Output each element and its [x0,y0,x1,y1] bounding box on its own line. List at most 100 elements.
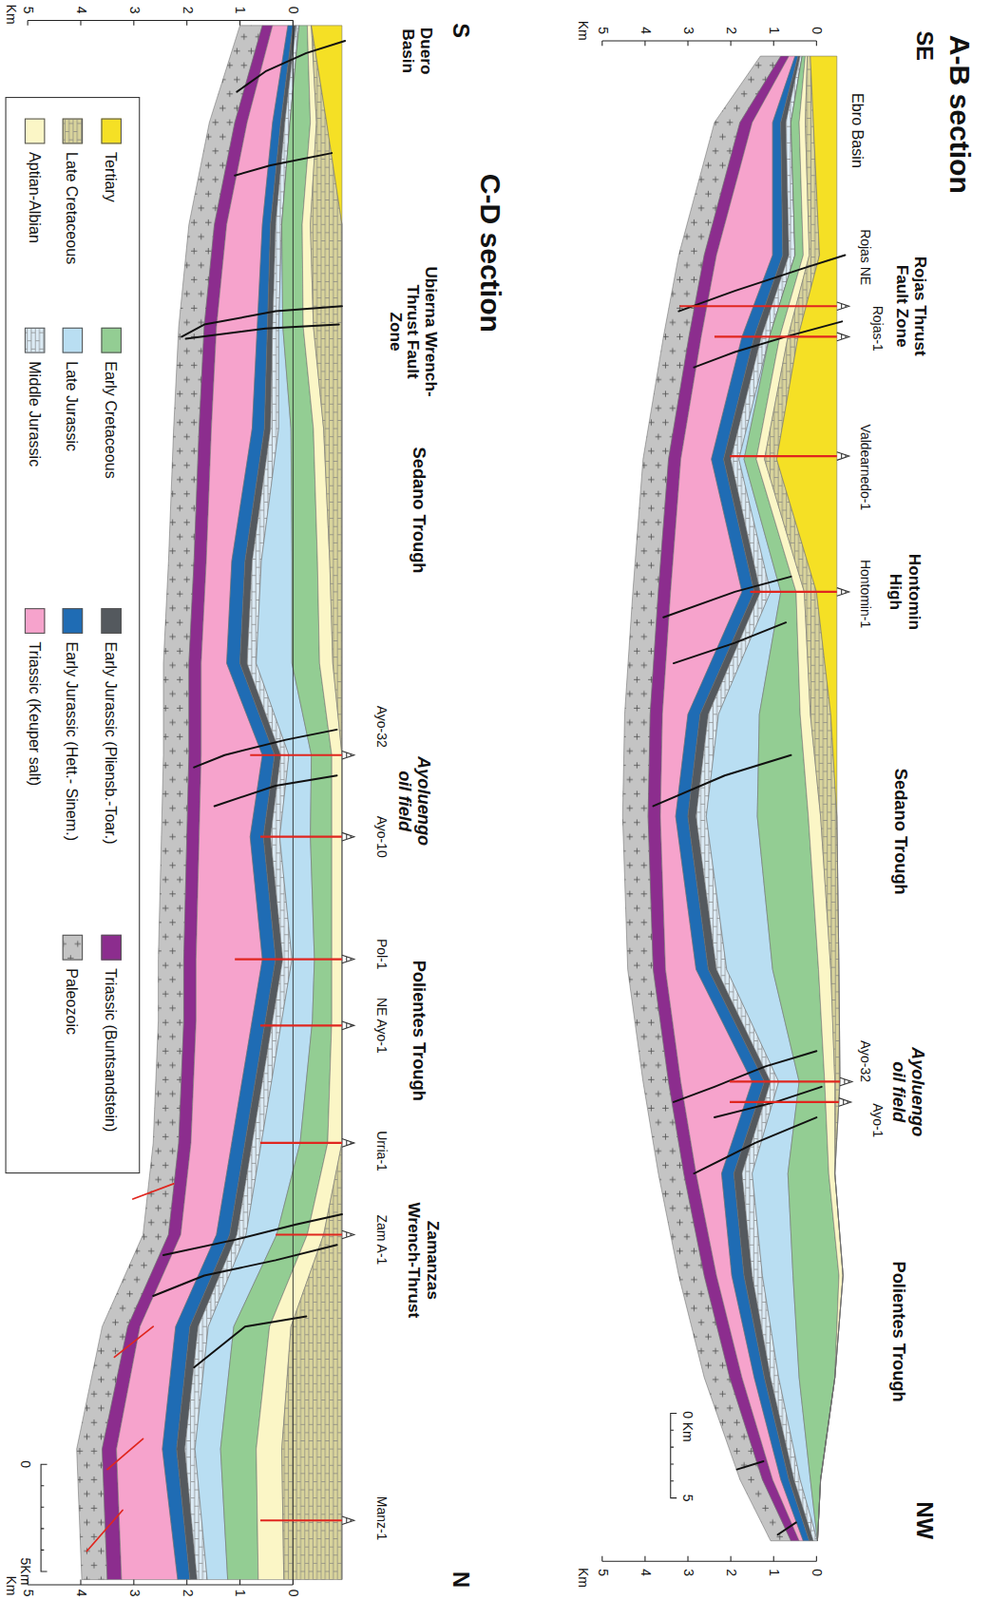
legend-text: Late Cretaceous [63,152,81,265]
legend-swatch [24,327,45,354]
axis-tick [816,40,818,46]
axis-label: 4 [637,1568,652,1577]
axis-tick [239,1580,241,1585]
scale-label: 5 [679,1494,694,1503]
well-derrick [342,1516,355,1525]
fault-line [214,775,338,806]
scale-label: 0 Km [679,1410,694,1443]
fault-line [193,1315,306,1368]
legend-text: Early Jurassic (Pliensb.-Toar.) [102,642,120,845]
fault-line [673,1050,817,1103]
scale-label: 0 [17,1460,32,1468]
axis-label: 1 [766,1568,782,1577]
axis-label: 3 [126,6,141,15]
fault-line [693,1117,817,1174]
axis-label: 1 [766,26,782,35]
axis-tick [773,1556,775,1562]
legend-swatch [100,327,121,354]
axis-label: 4 [73,6,88,15]
well-name: Ayo-10 [373,816,388,858]
fault-line [678,255,845,312]
structure-name: Zamanzas Wrench-Thrust [405,1193,442,1329]
legend-swatch [100,608,121,634]
fault-line [737,1461,764,1470]
axis-tick [816,1556,818,1562]
axis-label: 2 [179,6,194,15]
fault-line [653,755,792,807]
swatch-pattern-fill [24,328,44,354]
well-name: Rojas NE [857,228,872,286]
scale-label: 5Km [17,1558,32,1586]
sea-level-line [292,19,294,1584]
axis-label: Km [2,1576,18,1597]
direction-label: NW [911,1502,936,1540]
rock-pattern [764,56,844,1542]
structure-name: Rojas Thrust Fault Zone [893,248,930,363]
well-name: Ayo-32 [857,1040,872,1083]
legend-text: Late Jurassic [63,361,81,452]
fault-line [693,321,842,367]
structure-name: Sedano Trough [405,439,432,581]
well-name: Zam A-1 [373,1215,388,1266]
axis-tick [239,19,241,25]
fault-line [663,576,791,618]
well-path [249,754,343,757]
legend-swatch [62,934,83,961]
well-path [260,1142,343,1144]
fault-line [163,1214,343,1256]
well-name: Ayo-32 [373,705,388,748]
well-path [729,1101,839,1104]
well-name: Pol-1 [373,938,388,971]
well-path [275,1233,343,1236]
structure-name: Ayoluengo oil field [394,746,433,856]
axis-tick [292,19,294,25]
legend-text: Paleozoic [63,968,81,1035]
axis-tick [730,40,732,46]
well-derrick [839,1077,853,1087]
axis-label: 2 [179,1589,194,1598]
structure-name: Ubierna Wrench-Thrust Fault Zone [386,264,441,400]
direction-label: S [448,22,474,39]
axis-tick [79,19,81,25]
axis-tick [601,40,603,46]
axis-label: 3 [126,1589,141,1598]
section-title: C-D section [474,173,506,333]
axis-tick [186,1580,188,1585]
swatch-pattern-fill [62,119,82,145]
axis-label: 0 [285,6,301,15]
rock-layer [256,25,343,1581]
structure-name: Ayoluengo oil field [888,1037,927,1146]
well-derrick [837,588,850,597]
well-path [750,590,838,593]
axis-label: 2 [723,1568,738,1577]
legend-swatch [100,118,121,145]
axis-tick [601,1556,603,1562]
legend-swatch [62,327,83,354]
structure-name: Hontomin High [887,545,924,640]
legend-swatch [62,118,83,145]
well-derrick [837,452,850,461]
well-derrick [342,1139,355,1148]
axis-label: Km [575,1567,591,1588]
well-name: Rojas-1 [869,305,884,352]
fault-line [86,1510,123,1552]
legend-text: Early Cretaceous [102,361,120,479]
rock-layer [311,25,343,1581]
well-path [729,1080,840,1083]
well-name: Ayo-1 [869,1103,884,1138]
scale-bar [670,1412,677,1498]
well-path [234,957,343,960]
legend-text: Middle Jurassic [26,361,44,467]
fault-line [778,1522,797,1535]
well-derrick [342,954,355,964]
legend-text: Aptian-Albian [26,152,44,244]
swatch-pattern [24,328,44,354]
well-derrick [342,750,355,760]
fault-line [193,729,337,768]
axis-tick [644,1556,646,1562]
axis-label: 0 [285,1589,301,1598]
legend-box: TertiaryLate CretaceousAptian-AlbianEarl… [5,96,141,1174]
well-derrick [342,832,355,841]
axis-tick [79,1580,81,1585]
axis-tick [133,1580,134,1585]
